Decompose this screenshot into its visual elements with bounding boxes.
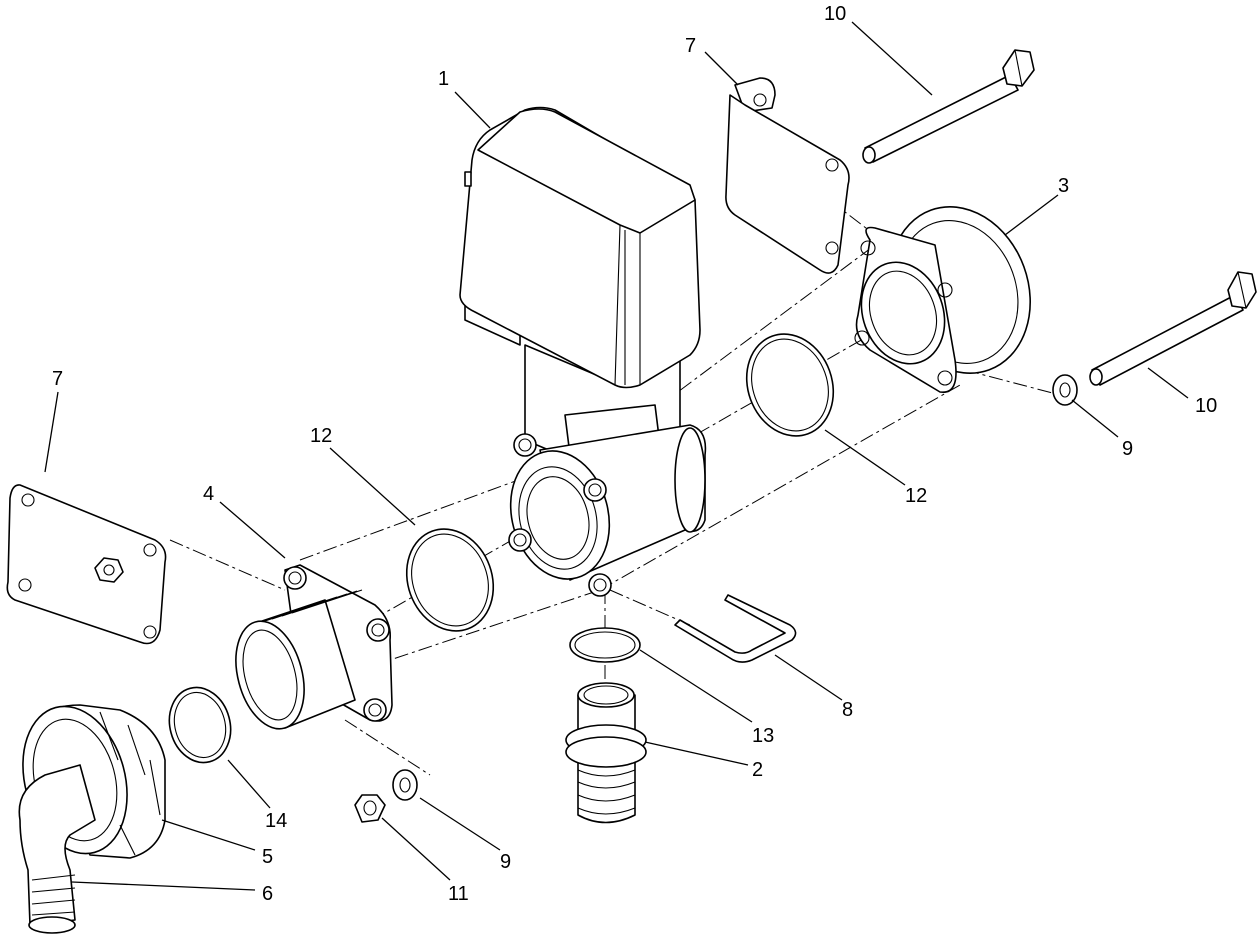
o-ring-small [569, 627, 641, 663]
callout-14: 14 [265, 810, 287, 832]
callout-7-left: 7 [52, 368, 63, 390]
bolt-lower [1089, 271, 1257, 386]
callout-3: 3 [1058, 175, 1069, 197]
callout-7-right: 7 [685, 35, 696, 57]
flange-right [854, 206, 1032, 393]
bracket-right [725, 77, 850, 274]
elbow-fitting [18, 764, 96, 934]
washer-lower [392, 769, 418, 801]
clip [674, 594, 797, 663]
callout-4: 4 [203, 483, 214, 505]
callout-9-right: 9 [1122, 438, 1133, 460]
callout-11: 11 [448, 883, 469, 905]
callout-12-left: 12 [310, 425, 332, 447]
callout-1: 1 [438, 68, 449, 90]
hex-nut [354, 794, 386, 823]
callout-labels: 1 7 10 3 10 9 12 7 4 12 8 13 2 14 5 6 9 … [52, 3, 1217, 905]
callout-8: 8 [842, 699, 853, 721]
o-ring-left [405, 528, 495, 632]
washer-right [1052, 374, 1078, 406]
o-ring-14 [168, 686, 232, 764]
callout-6: 6 [262, 883, 273, 905]
bracket-left [6, 484, 167, 645]
callout-13: 13 [752, 725, 774, 747]
callout-12-right: 12 [905, 485, 927, 507]
threaded-adapter [235, 564, 393, 730]
callout-10-upper: 10 [824, 3, 846, 25]
bolt-upper [862, 49, 1035, 164]
callout-9-lower: 9 [500, 851, 511, 873]
callout-10-lower: 10 [1195, 395, 1217, 417]
callout-2: 2 [752, 759, 763, 781]
leader-lines [44, 21, 1189, 891]
barb-fitting [565, 682, 647, 824]
callout-5: 5 [262, 846, 273, 868]
valve-body [508, 404, 707, 597]
o-ring-right [745, 333, 835, 437]
